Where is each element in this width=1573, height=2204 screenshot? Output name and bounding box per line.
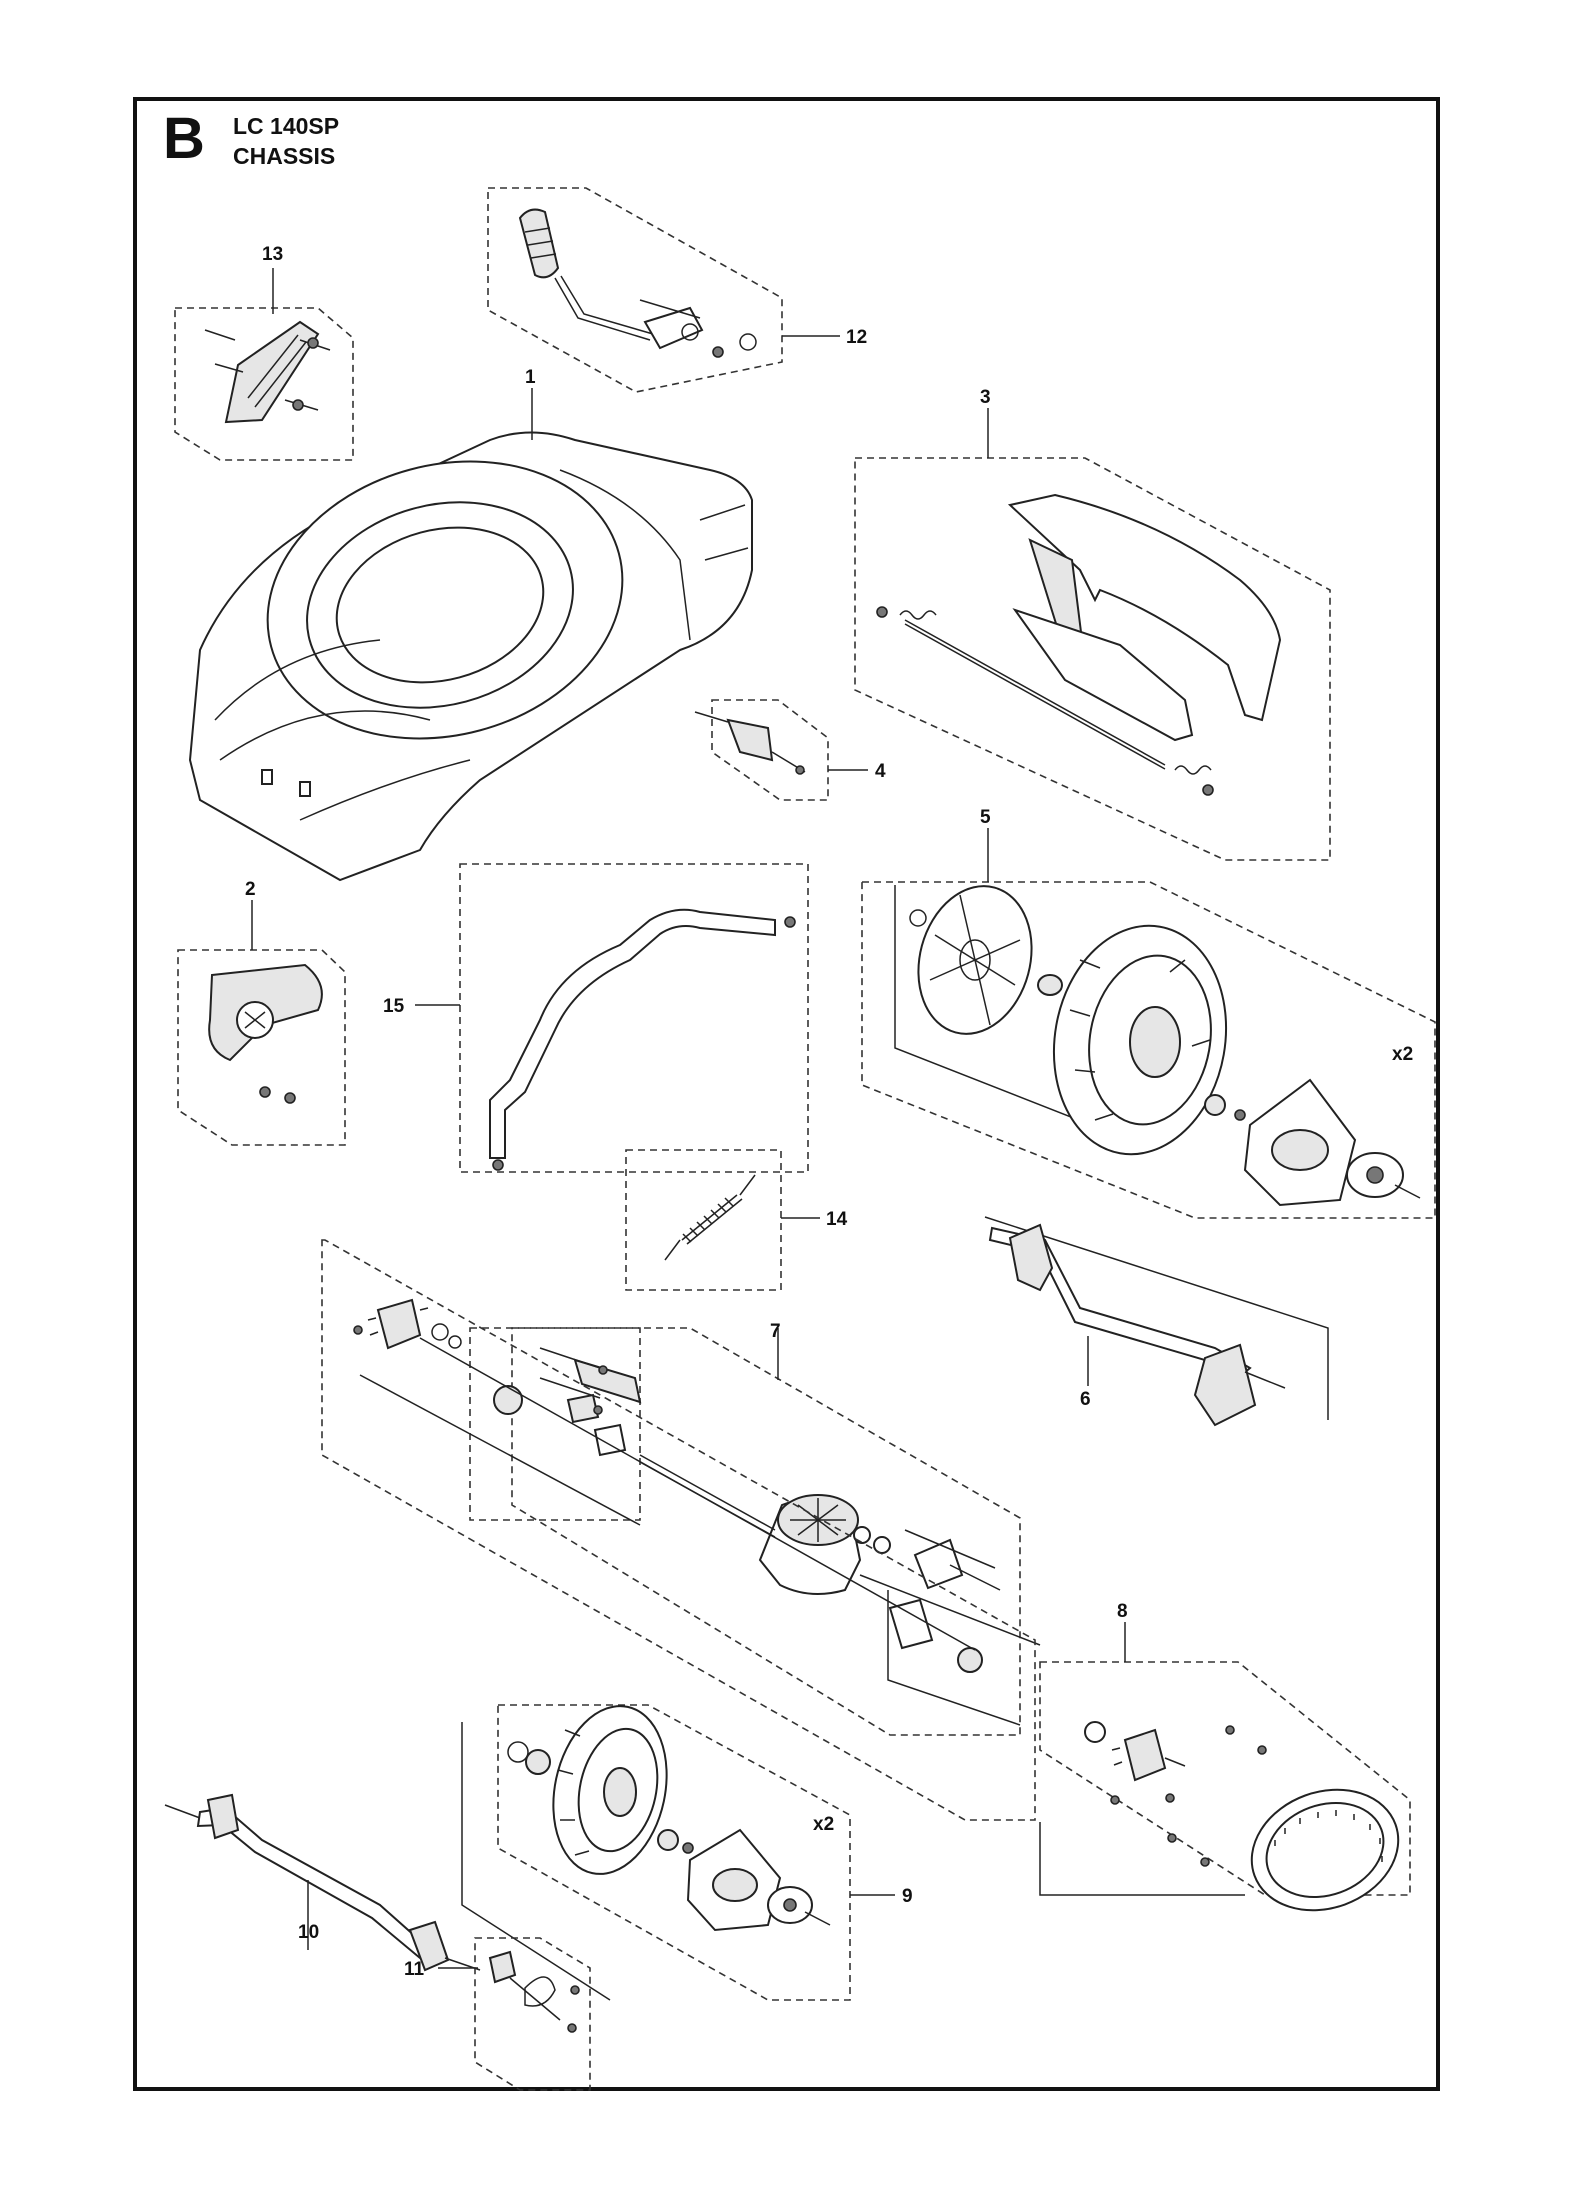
part-group-15 bbox=[415, 863, 809, 1173]
callout-2: 2 bbox=[245, 879, 256, 900]
callout-4: 4 bbox=[875, 761, 886, 782]
callout-8: 8 bbox=[1117, 1601, 1128, 1622]
part-group-7 bbox=[469, 1327, 1041, 1736]
part-group-9 bbox=[461, 1704, 895, 2001]
part-group-10 bbox=[164, 1793, 481, 1972]
callout-7: 7 bbox=[770, 1321, 781, 1342]
part-group-left-gear bbox=[321, 1239, 1036, 1821]
part-group-5 bbox=[861, 828, 1436, 1219]
part-group-8 bbox=[1039, 1622, 1411, 1912]
quantity-rear-wheel: x2 bbox=[1392, 1044, 1413, 1065]
callout-1: 1 bbox=[525, 367, 536, 388]
part-group-2 bbox=[177, 900, 346, 1146]
callout-9: 9 bbox=[902, 1886, 913, 1907]
model-name: LC 140SP bbox=[233, 113, 340, 139]
callout-13: 13 bbox=[262, 244, 283, 265]
callout-10: 10 bbox=[298, 1922, 319, 1943]
callout-12: 12 bbox=[846, 327, 867, 348]
section-letter: B bbox=[163, 106, 205, 171]
part-group-11 bbox=[438, 1937, 591, 2091]
quantity-front-wheel: x2 bbox=[813, 1814, 834, 1835]
part-1-deck bbox=[188, 388, 753, 882]
part-group-13 bbox=[174, 268, 354, 461]
callout-5: 5 bbox=[980, 807, 991, 828]
part-group-6 bbox=[984, 1216, 1329, 1427]
callout-11: 11 bbox=[404, 1959, 425, 1980]
part-group-12 bbox=[487, 187, 840, 393]
callout-15: 15 bbox=[383, 996, 405, 1017]
part-group-14 bbox=[625, 1149, 820, 1291]
callout-3: 3 bbox=[980, 387, 991, 408]
callout-14: 14 bbox=[826, 1209, 848, 1230]
diagram-frame bbox=[133, 97, 1440, 2091]
section-name: CHASSIS bbox=[233, 143, 336, 169]
callout-6: 6 bbox=[1080, 1389, 1091, 1410]
part-group-3 bbox=[854, 408, 1331, 861]
part-group-4 bbox=[694, 699, 868, 801]
